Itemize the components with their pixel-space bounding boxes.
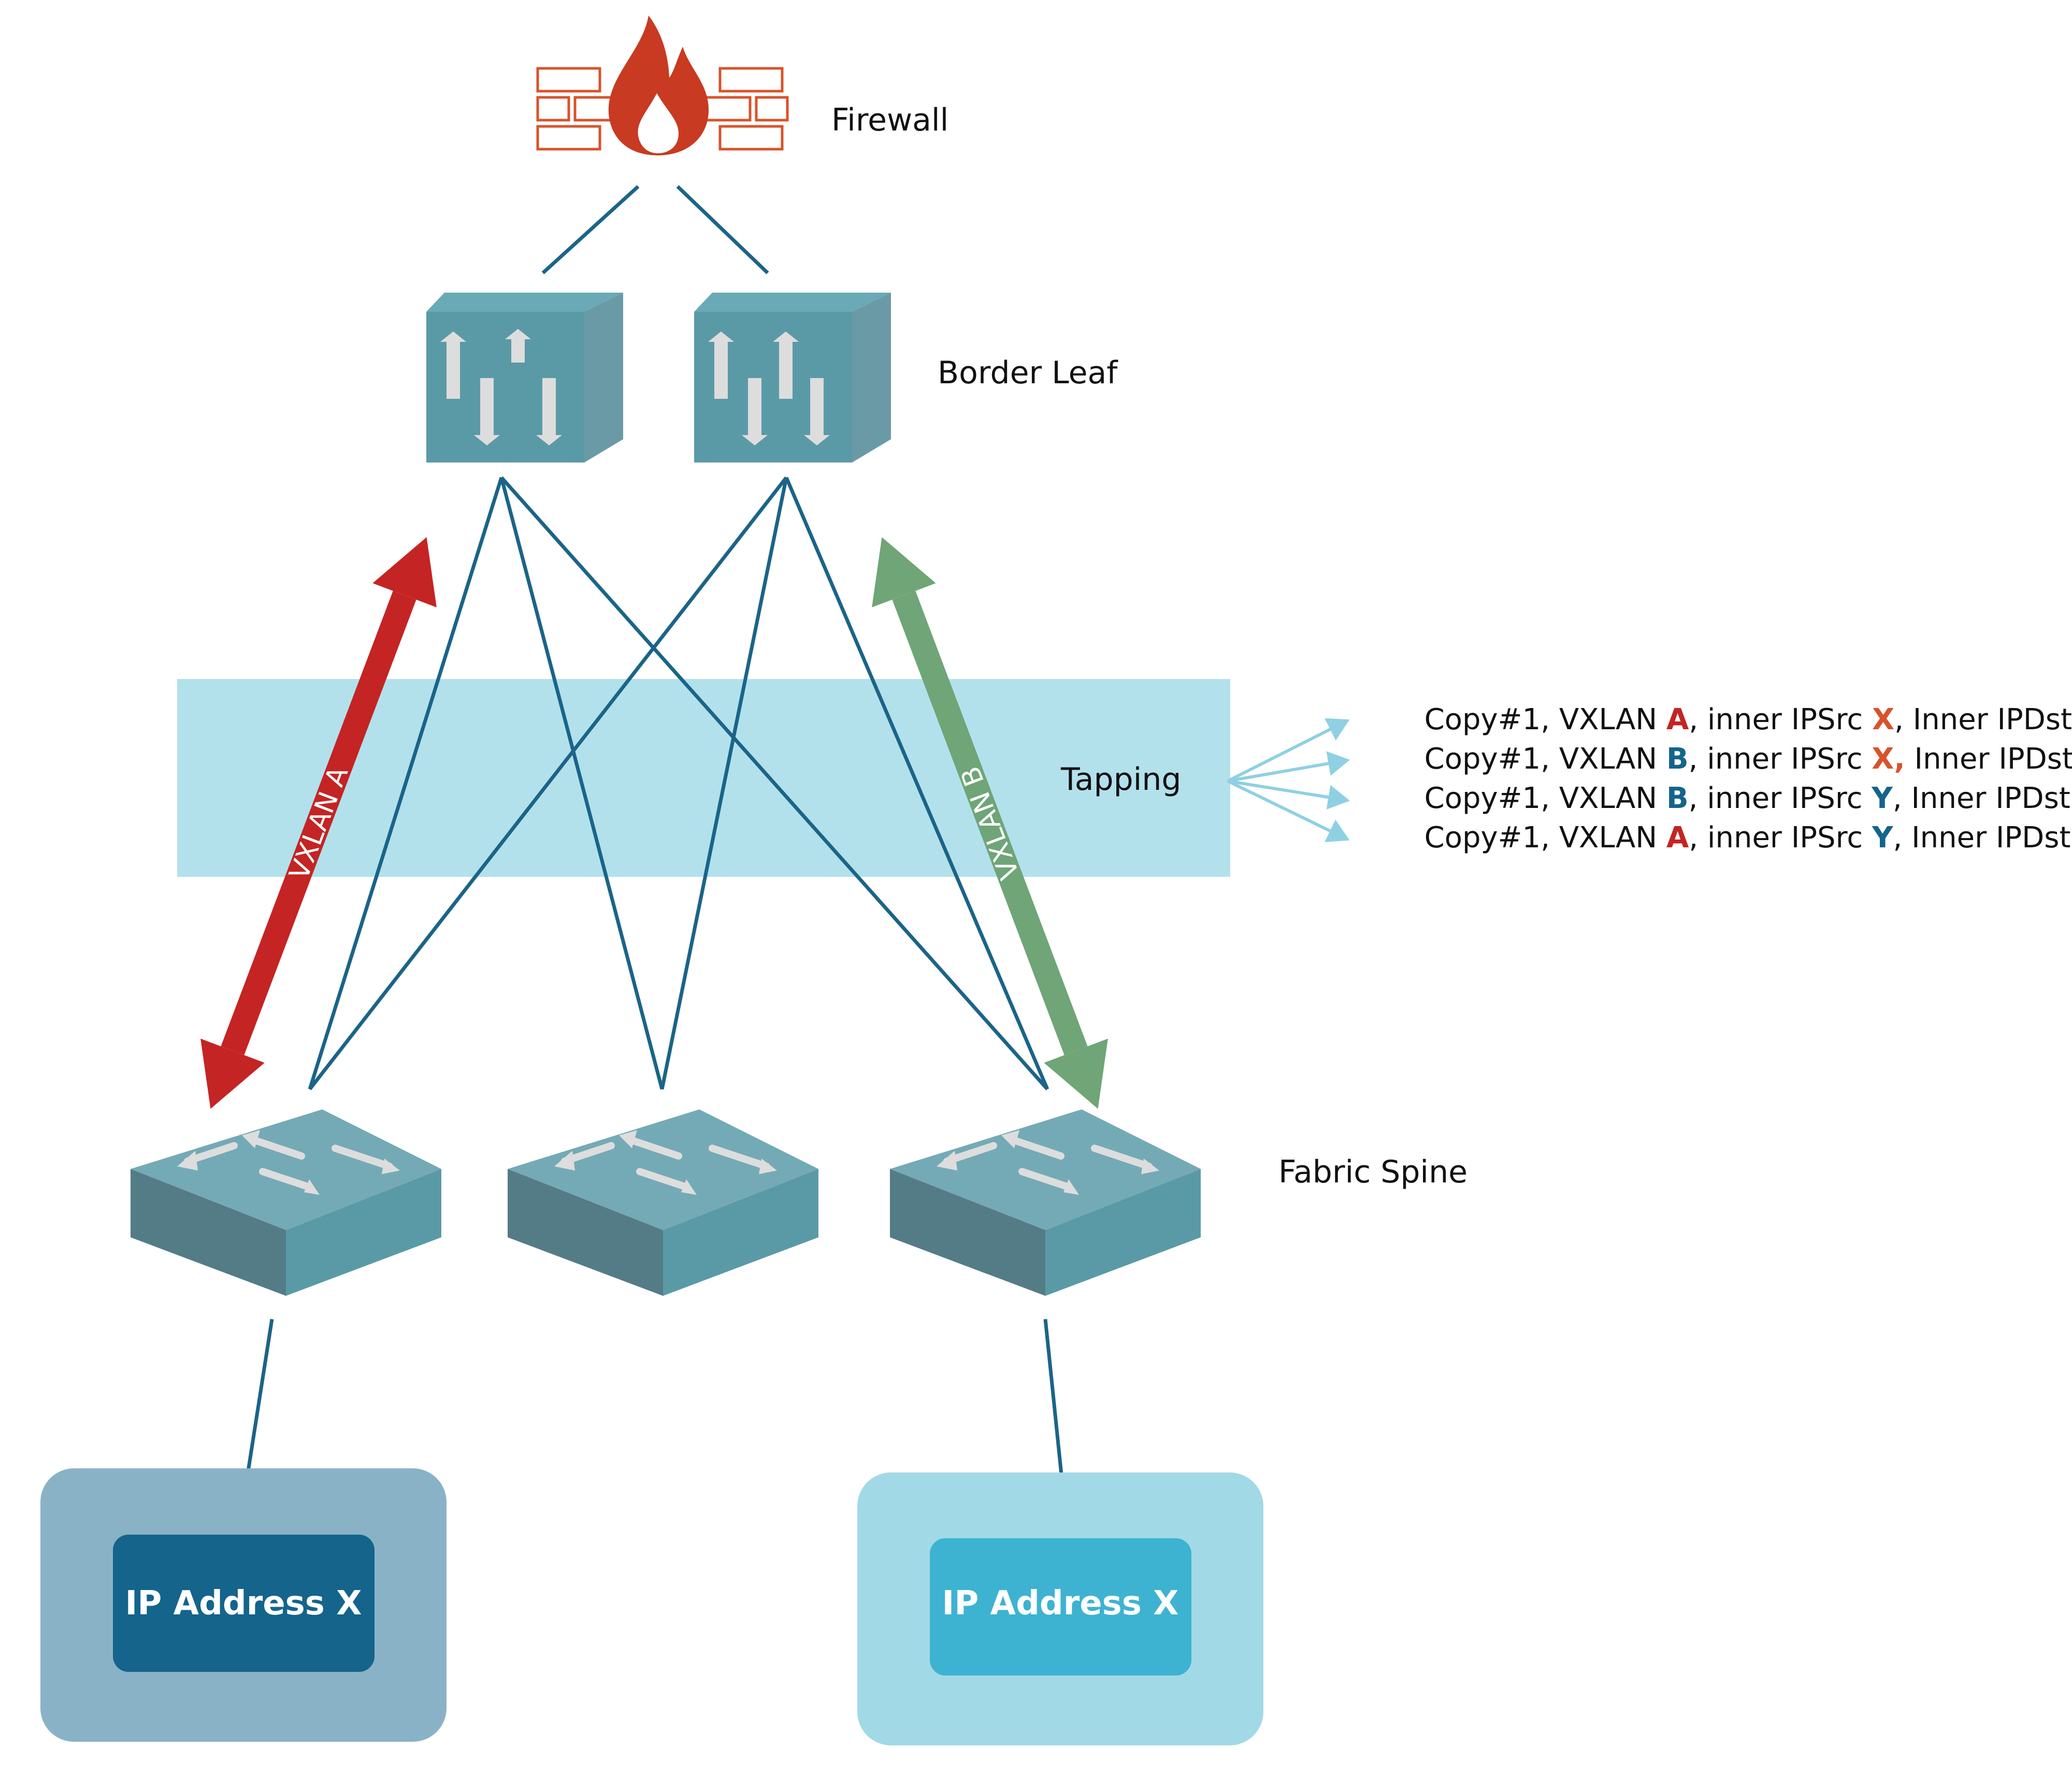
copy-vxlan: B (1666, 742, 1689, 776)
tapping-label: Tapping (1060, 761, 1181, 798)
copy-vxlan: B (1666, 782, 1689, 815)
copy-line-3: Copy#1, VXLAN B, inner IPSrc Y, Inner IP… (1360, 782, 2072, 815)
firewall-label: Firewall (831, 102, 948, 138)
copy-mid: , inner IPSrc (1689, 742, 1872, 776)
firewall-links (541, 185, 769, 275)
spine-switch-1 (131, 1109, 441, 1296)
copy-list: Copy#1, VXLAN A, inner IPSrc X, Inner IP… (1360, 703, 2072, 855)
copy-prefix: Copy#1, VXLAN (1424, 821, 1666, 855)
host-left-label: IP Address X (125, 1584, 362, 1623)
spine-switch-2 (508, 1109, 818, 1296)
copy-vxlan: A (1666, 703, 1689, 736)
border-leaf-label: Border Leaf (938, 355, 1118, 391)
host-left-inner (113, 1535, 375, 1672)
host-right: IP Address X (857, 1472, 1263, 1745)
vxlan-a-arrow: VXLAN A (200, 537, 437, 1109)
copy-sep: , Inner IPDst (1894, 703, 2072, 736)
copy-src: X, (1872, 742, 1905, 776)
copy-prefix: Copy#1, VXLAN (1424, 703, 1666, 736)
border-leaf-switch-2 (694, 293, 891, 463)
copy-mid: , inner IPSrc (1689, 703, 1872, 736)
copy-line-1: Copy#1, VXLAN A, inner IPSrc X, Inner IP… (1360, 703, 2072, 736)
spine-switch-3 (890, 1109, 1201, 1296)
copy-line-2: Copy#1, VXLAN B, inner IPSrc X, Inner IP… (1360, 742, 2072, 776)
copy-line-4: Copy#1, VXLAN A, inner IPSrc Y, Inner IP… (1360, 821, 2072, 855)
fabric-spine-label: Fabric Spine (1278, 1154, 1467, 1190)
host-left: IP Address X (40, 1468, 447, 1742)
host-right-inner (930, 1538, 1191, 1675)
copy-mid: , inner IPSrc (1689, 782, 1872, 815)
copy-prefix: Copy#1, VXLAN (1424, 782, 1666, 815)
tap-arrows (1227, 718, 1350, 842)
copy-vxlan: A (1666, 821, 1689, 855)
copy-sep: , Inner IPDst (1893, 782, 2072, 815)
copy-src: Y (1871, 782, 1893, 815)
firewall-icon (536, 16, 789, 155)
copy-src: Y (1872, 821, 1894, 855)
leaf-spine-links (308, 476, 1049, 1091)
copy-mid: , inner IPSrc (1689, 821, 1872, 855)
border-leaf-switch-1 (426, 293, 623, 463)
copy-sep: , Inner IPDst (1893, 821, 2072, 855)
host-right-label: IP Address X (942, 1584, 1179, 1623)
copy-prefix: Copy#1, VXLAN (1424, 742, 1666, 776)
copy-sep: Inner IPDst (1905, 742, 2072, 776)
copy-src: X (1872, 703, 1894, 736)
